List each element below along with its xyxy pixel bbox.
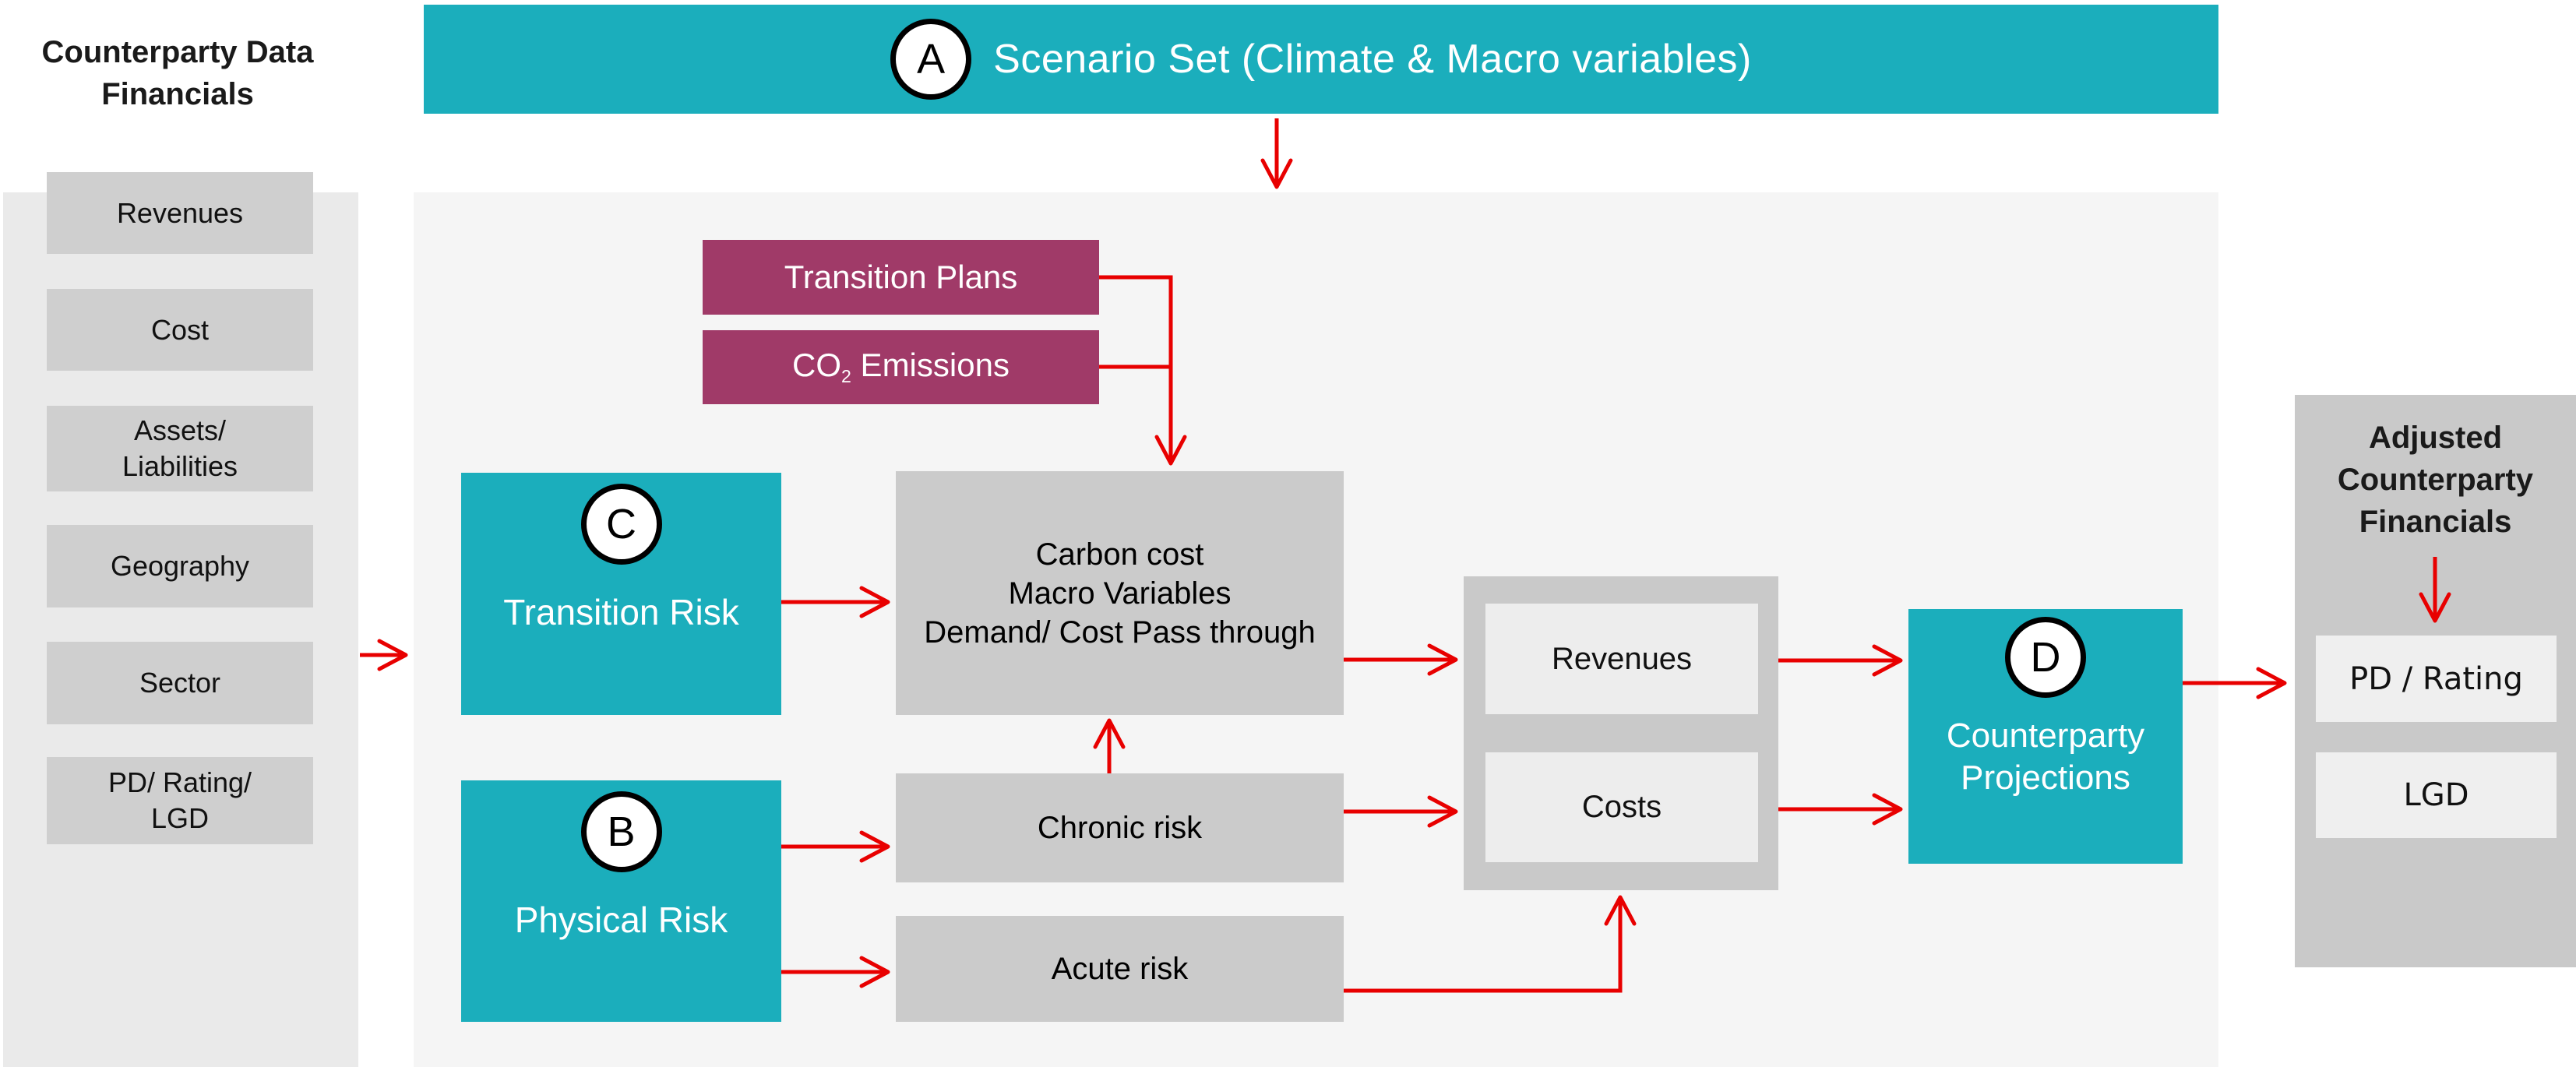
banner-title: Scenario Set (Climate & Macro variables) xyxy=(993,37,1752,82)
badge-b: B xyxy=(580,791,662,872)
sidebar-item-assets-liabilities: Assets/ Liabilities xyxy=(47,406,313,491)
transition-risk-box: C Transition Risk xyxy=(461,473,781,715)
co2-label: CO2 Emissions xyxy=(792,347,1010,387)
co2-emissions-box: CO2 Emissions xyxy=(703,330,1099,404)
acute-risk-box: Acute risk xyxy=(896,916,1344,1022)
group-revenues-box: Revenues xyxy=(1485,604,1758,714)
scenario-set-banner: A Scenario Set (Climate & Macro variable… xyxy=(424,5,2218,114)
counterparty-projections-box: D Counterparty Projections xyxy=(1908,609,2183,864)
adjusted-financials-title: Adjusted Counterparty Financials xyxy=(2337,421,2534,539)
sidebar-item-cost: Cost xyxy=(47,289,313,371)
group-costs-box: Costs xyxy=(1485,752,1758,862)
sidebar-item-pd-rating-lgd: PD/ Rating/ LGD xyxy=(47,757,313,844)
badge-c: C xyxy=(580,484,662,565)
sidebar-item-revenues: Revenues xyxy=(47,172,313,254)
physical-risk-box: B Physical Risk xyxy=(461,780,781,1022)
chronic-risk-box: Chronic risk xyxy=(896,773,1344,882)
transition-risk-label: Transition Risk xyxy=(503,592,739,632)
counterparty-data-title: Counterparty Data Financials xyxy=(41,35,314,111)
transition-plans-box: Transition Plans xyxy=(703,240,1099,315)
badge-a: A xyxy=(890,19,972,100)
pd-rating-box: PD / Rating xyxy=(2316,636,2557,722)
physical-risk-label: Physical Risk xyxy=(514,900,728,940)
sidebar-item-geography: Geography xyxy=(47,525,313,607)
carbon-cost-box: Carbon cost Macro Variables Demand/ Cost… xyxy=(896,471,1344,715)
badge-d: D xyxy=(2005,617,2086,698)
lgd-box: LGD xyxy=(2316,752,2557,838)
sidebar-item-sector: Sector xyxy=(47,642,313,724)
projections-label: Counterparty Projections xyxy=(1946,717,2145,797)
